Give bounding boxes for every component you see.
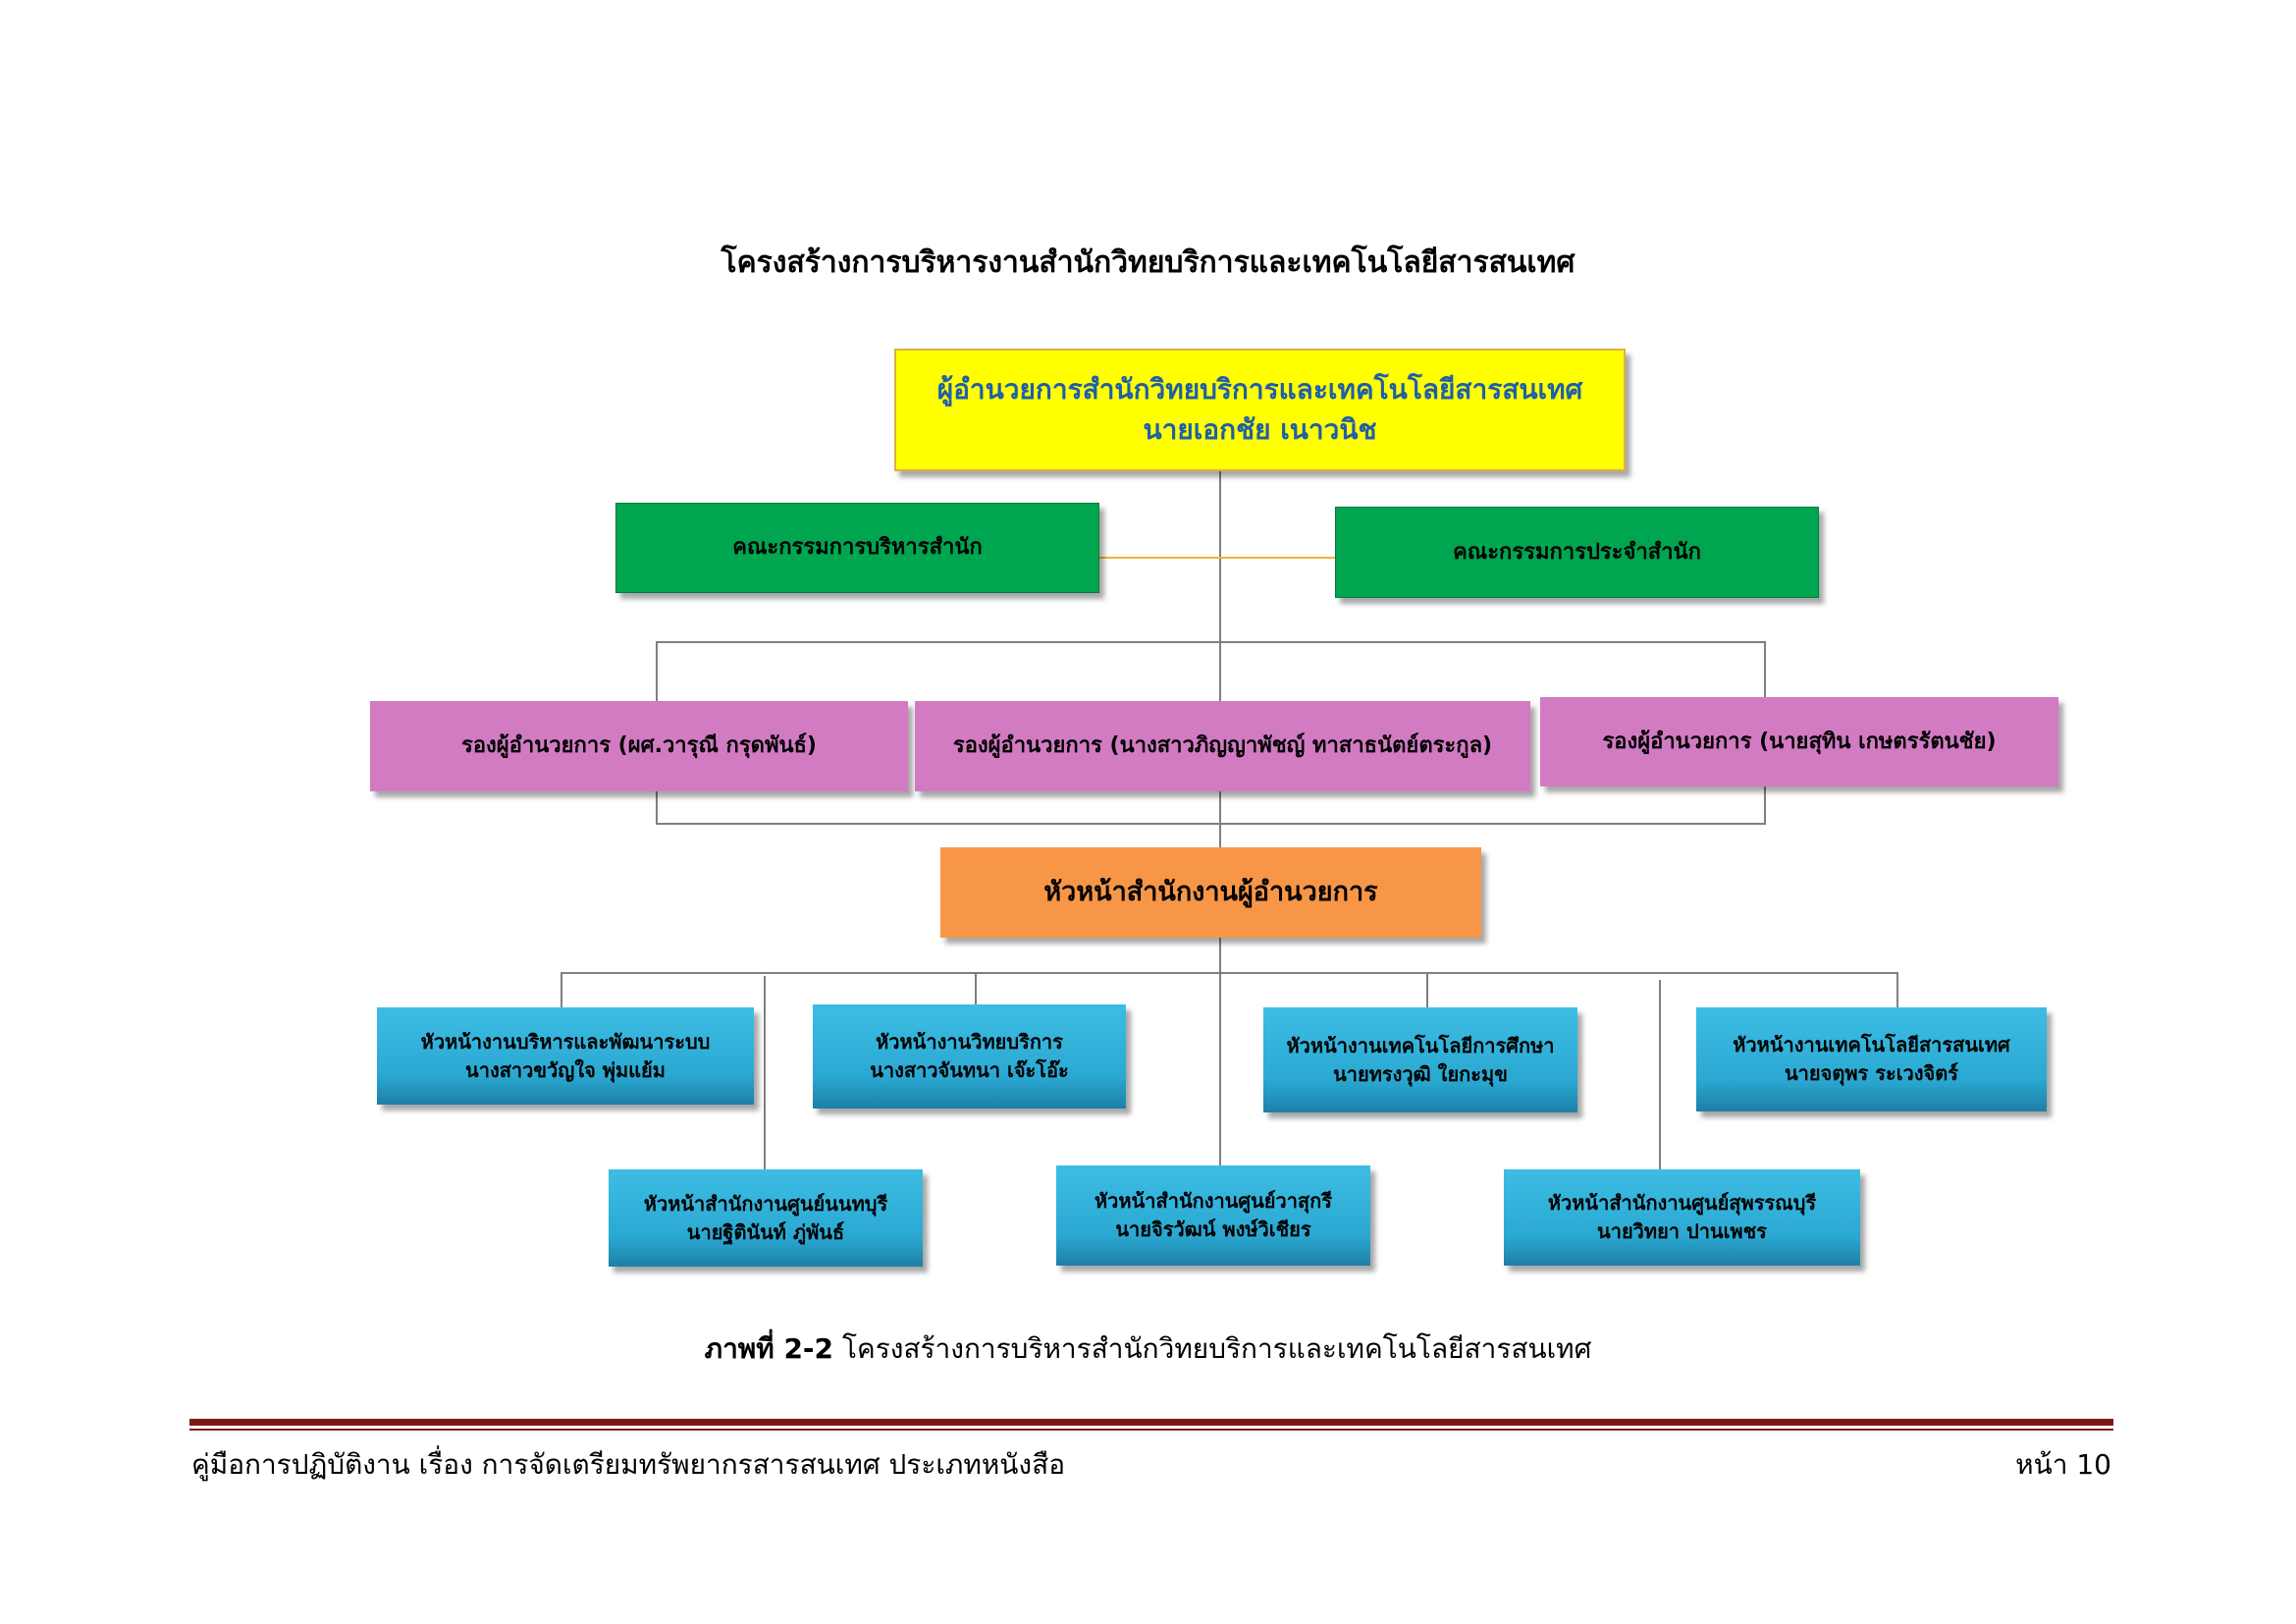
unit-name: นายจตุพร ระเวงจิตร์ [1785, 1061, 1958, 1085]
unit-role: หัวหน้างานวิทยบริการ [876, 1030, 1063, 1054]
unit-name: นางสาวขวัญใจ พุ่มแย้ม [465, 1057, 666, 1082]
deputy-box-3: รองผู้อำนวยการ (นายสุทิน เกษตรรัตนชัย) [1540, 697, 2058, 786]
deputy-box-2: รองผู้อำนวยการ (นางสาวภิญญาพัชญ์ ทาสาธนั… [915, 701, 1530, 791]
unit-role: หัวหน้างานบริหารและพัฒนาระบบ [420, 1029, 711, 1054]
footer-rule-thin [189, 1429, 2113, 1431]
unit-box-nonthaburi: หัวหน้าสำนักงานศูนย์นนทบุรี นายฐิตินันท์… [609, 1169, 923, 1267]
unit-box-it: หัวหน้างานเทคโนโลยีสารสนเทศ นายจตุพร ระเ… [1696, 1007, 2047, 1111]
footer-document-title: คู่มือการปฏิบัติงาน เรื่อง การจัดเตรียมท… [191, 1448, 1066, 1481]
unit-box-admin: หัวหน้างานบริหารและพัฒนาระบบ นางสาวขวัญใ… [377, 1007, 754, 1105]
office-head-box: หัวหน้าสำนักงานผู้อำนวยการ [940, 847, 1481, 938]
unit-role: หัวหน้าสำนักงานศูนย์สุพรรณบุรี [1547, 1191, 1817, 1215]
office-head-label: หัวหน้าสำนักงานผู้อำนวยการ [1043, 877, 1378, 908]
unit-name: นายวิทยา ปานเพชร [1597, 1219, 1767, 1243]
committee-executive-label: คณะกรรมการบริหารสำนัก [732, 535, 983, 561]
figure-caption-label: ภาพที่ 2-2 [704, 1332, 834, 1365]
units-horizontal-line [561, 972, 1898, 974]
committee-office-label: คณะกรรมการประจำสำนัก [1453, 539, 1701, 565]
deputy-box-1: รองผู้อำนวยการ (ผศ.วารุณี กรุดพันธ์) [370, 701, 908, 791]
unit-box-suphanburi: หัวหน้าสำนักงานศูนย์สุพรรณบุรี นายวิทยา … [1504, 1169, 1860, 1266]
deputy-label-2: รองผู้อำนวยการ (นางสาวภิญญาพัชญ์ ทาสาธนั… [952, 733, 1493, 759]
unit-name: นายจิรวัฒน์ พงษ์วิเชียร [1115, 1218, 1311, 1241]
unit-role: หัวหน้าสำนักงานศูนย์วาสุกรี [1095, 1189, 1332, 1213]
director-name: นายเอกชัย เนาวนิช [1143, 412, 1377, 446]
unit-name: นางสาวจันทนา เจ๊ะโอ๊ะ [870, 1058, 1069, 1082]
unit-role: หัวหน้าสำนักงานศูนย์นนทบุรี [643, 1191, 888, 1216]
committee-executive-box: คณะกรรมการบริหารสำนัก [615, 503, 1099, 593]
unit-drop-1 [561, 972, 562, 1007]
unit-drop-4 [1896, 972, 1898, 1007]
committee-link-line [1099, 557, 1335, 559]
center-drop-3 [1659, 980, 1661, 1169]
unit-box-library: หัวหน้างานวิทยบริการ นางสาวจันทนา เจ๊ะโอ… [813, 1004, 1126, 1109]
unit-box-edtech: หัวหน้างานเทคโนโลยีการศึกษา นายทรงวุฒิ ใ… [1263, 1007, 1577, 1112]
figure-caption-text: โครงสร้างการบริหารสำนักวิทยบริการและเทคโ… [833, 1332, 1592, 1365]
deputy-top-bracket [656, 641, 1765, 643]
figure-caption: ภาพที่ 2-2 โครงสร้างการบริหารสำนักวิทยบร… [0, 1327, 2296, 1371]
unit-role: หัวหน้างานเทคโนโลยีการศึกษา [1286, 1033, 1555, 1057]
deputy-bottom-bracket [656, 823, 1765, 825]
center-drop-1 [764, 976, 766, 1169]
deputy-label-1: รองผู้อำนวยการ (ผศ.วารุณี กรุดพันธ์) [461, 733, 817, 759]
center-drop-2 [1219, 1036, 1221, 1166]
page-title: โครงสร้างการบริหารงานสำนักวิทยบริการและเ… [721, 245, 1575, 280]
footer-page-number: หน้า 10 [2015, 1448, 2111, 1481]
unit-drop-2 [975, 972, 977, 1004]
unit-name: นายทรงวุฒิ ใยกะมุข [1333, 1061, 1508, 1086]
deputy-label-3: รองผู้อำนวยการ (นายสุทิน เกษตรรัตนชัย) [1602, 729, 1997, 754]
unit-box-wasukri: หัวหน้าสำนักงานศูนย์วาสุกรี นายจิรวัฒน์ … [1056, 1165, 1370, 1266]
director-box: ผู้อำนวยการสำนักวิทยบริการและเทคโนโลยีสา… [894, 349, 1626, 471]
unit-role: หัวหน้างานเทคโนโลยีสารสนเทศ [1733, 1033, 2010, 1056]
footer-rule-thick [189, 1419, 2113, 1426]
committee-office-box: คณะกรรมการประจำสำนัก [1335, 507, 1819, 598]
unit-drop-3 [1426, 972, 1428, 1007]
unit-name: นายฐิตินันท์ ภู่พันธ์ [686, 1219, 845, 1244]
director-role: ผู้อำนวยการสำนักวิทยบริการและเทคโนโลยีสา… [936, 372, 1583, 406]
